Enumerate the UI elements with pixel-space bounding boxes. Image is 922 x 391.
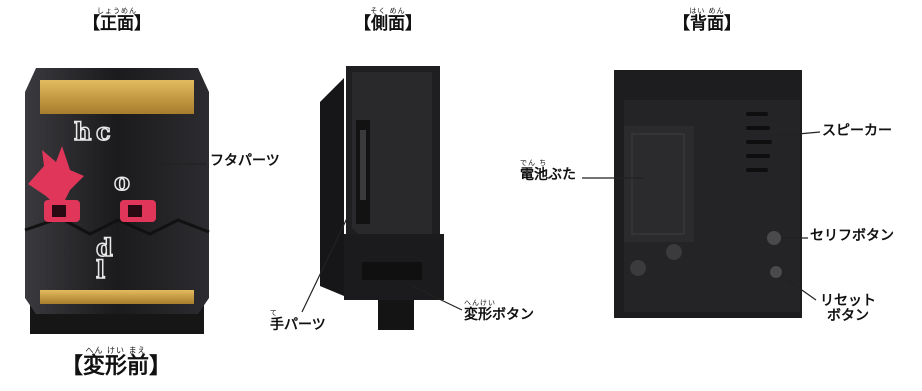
front-right-pupil [128,205,142,217]
reset-button-graphic [770,266,782,278]
front-gold-bottom [40,290,194,304]
back-battery-outline [631,133,685,235]
speaker-label: スピーカー [822,123,892,139]
side-bottom-ridge [362,262,422,280]
side-heading: そく めん 【側面】 [333,8,443,33]
reset-button-label: リセット ボタン [820,293,876,325]
front-gold-top [40,80,194,114]
speaker-slot-5 [746,168,768,172]
speaker-leader [775,131,821,137]
transform-button-text: 変形ボタン [464,306,534,323]
front-heading-ruby: しょうめん [97,7,137,15]
side-heading-ruby: そく めん [370,7,406,15]
speaker-slot-3 [746,140,772,144]
front-device: h c o l d [24,68,210,334]
transform-button-label: へんけい 変形ボタン [464,299,534,323]
back-heading-ruby: はい めん [689,7,725,15]
cover-parts-label: フタパーツ [210,153,280,169]
line-button-label: セリフボタン [810,228,894,244]
line-button-graphic [767,231,781,245]
back-heading-text: 【背面】 [673,14,741,34]
hand-parts-text: 手パーツ [270,316,326,333]
hand-parts-leader [301,211,351,313]
side-panel-left [320,78,344,296]
speaker-slot-4 [746,154,770,158]
front-logo-letter-3: o [114,167,130,196]
front-logo-letter-1: h [74,117,91,146]
speaker-slot-1 [746,112,768,116]
before-transform-heading-ruby: へん けい まえ [85,346,147,355]
transform-button-leader [411,285,463,311]
back-heading: はい めん 【背面】 [652,8,762,33]
battery-cover-ruby: でん ち [520,159,548,167]
front-logo-letter-5: d [96,233,113,262]
back-battery-cover [624,126,694,242]
front-body [25,68,209,314]
before-transform-heading-text: 【変形前】 [60,354,171,379]
before-transform-heading: へん けい まえ 【変形前】 [36,347,196,378]
front-left-pupil [52,205,66,217]
side-transform-button-part [378,300,414,330]
reset-button-text-line1: リセット [820,293,876,309]
reset-button-leader [781,275,817,301]
front-heading: しょうめん 【正面】 [62,8,172,33]
back-screw-middle [666,244,682,260]
front-logo-letter-4: l [96,255,105,284]
speaker-slot-2 [746,126,770,130]
battery-cover-text: 電池ぶた [520,166,576,183]
hand-parts-ruby: て [270,309,278,317]
transform-button-ruby: へんけい [464,299,496,307]
reset-button-text-line2: ボタン [827,308,869,325]
side-heading-text: 【側面】 [354,14,422,34]
front-logo-letter-2: c [96,117,111,146]
battery-cover-label: でん ち 電池ぶた [520,159,576,183]
side-slot-inner [360,130,366,200]
front-flame-graphic [28,146,84,210]
hand-parts-label: て 手パーツ [270,309,326,333]
front-heading-text: 【正面】 [83,14,151,34]
side-device [301,66,463,330]
side-body-face [352,72,432,246]
front-logo: h c o l d [73,116,131,285]
back-device [582,70,821,318]
back-screw-left [630,260,646,276]
